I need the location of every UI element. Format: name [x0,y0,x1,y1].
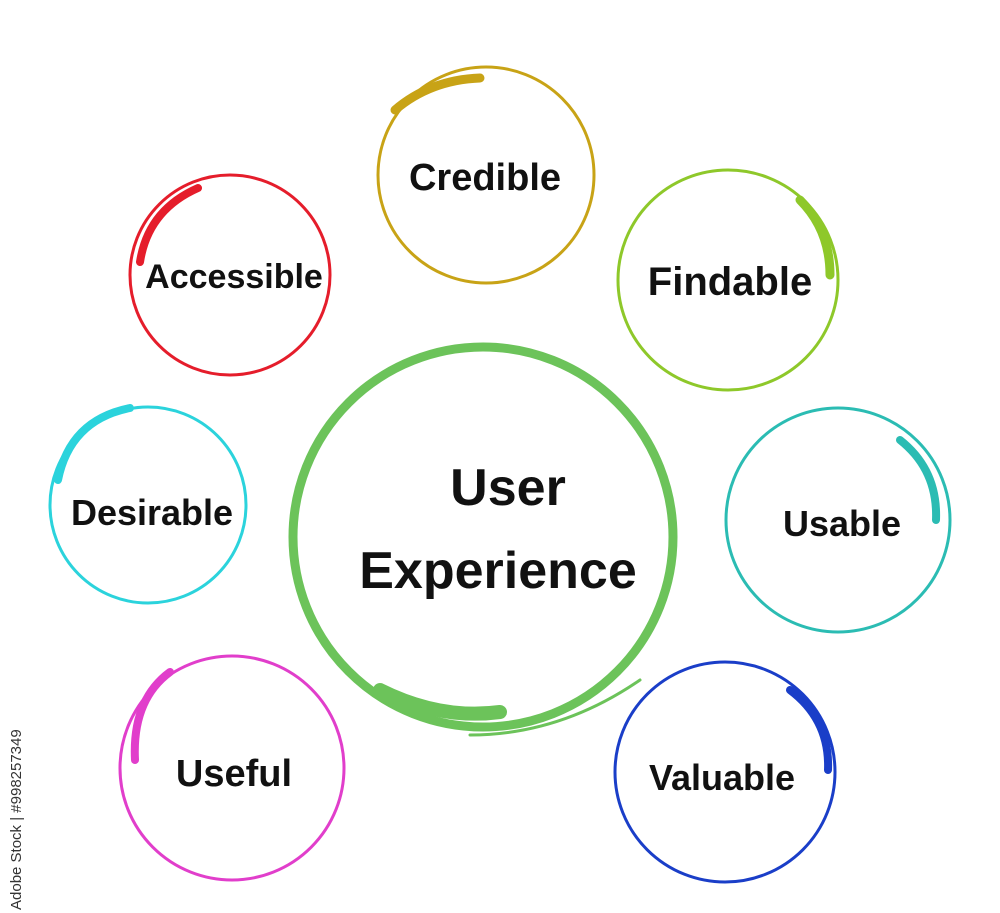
desirable-label: Desirable [71,492,233,533]
desirable-ring [48,405,248,605]
valuable-brush-stroke [786,686,833,774]
accessible-label: Accessible [145,258,323,296]
center-brush-stroke [373,683,507,721]
node-useful: Useful [118,654,346,882]
usable-brush-stroke [896,436,941,524]
useful-brush-stroke [130,668,174,764]
node-credible: Credible [376,65,596,285]
node-accessible: Accessible [128,173,332,377]
node-desirable: Desirable [48,404,248,605]
node-findable: Findable [616,168,840,392]
usable-label: Usable [783,503,901,544]
center-ring [288,342,678,732]
useful-label: Useful [176,753,292,795]
credible-label: Credible [409,157,561,199]
center-label-line2: Experience [359,542,637,600]
valuable-ring [613,660,837,884]
findable-ring [616,168,840,392]
stock-watermark: Adobe Stock | #998257349 [8,729,25,910]
node-usable: Usable [724,406,952,634]
valuable-label: Valuable [649,757,795,798]
center-brush-tail [468,678,642,737]
credible-brush-stroke [390,73,485,115]
center-label-line1: User [450,459,566,517]
node-valuable: Valuable [613,660,837,884]
credible-ring [376,65,596,285]
useful-ring [118,654,346,882]
accessible-ring [128,173,332,377]
desirable-brush-stroke [54,404,134,484]
usable-ring [724,406,952,634]
center-node: User Experience [288,342,678,737]
accessible-brush-stroke [136,184,202,266]
findable-brush-stroke [795,195,835,280]
findable-label: Findable [648,260,812,304]
